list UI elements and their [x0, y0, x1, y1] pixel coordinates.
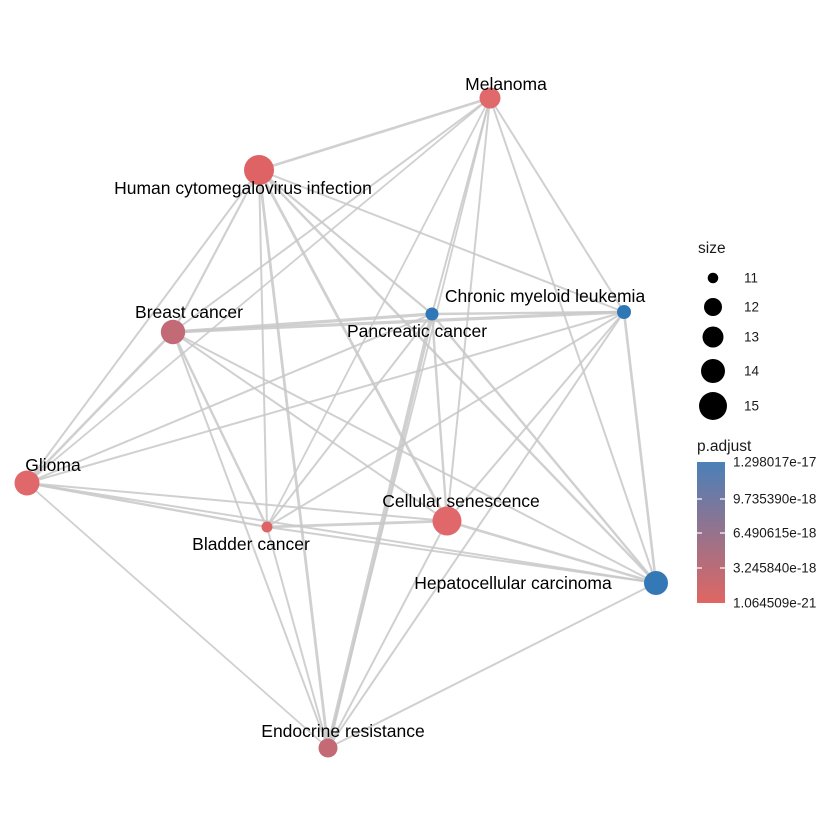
node-label-breast: Breast cancer	[135, 302, 243, 322]
edge-melanoma-hcc	[489, 97, 657, 584]
size-legend-circle-14	[701, 359, 725, 383]
edge-melanoma-breast	[172, 97, 491, 333]
edge-breast-endocrine	[172, 331, 329, 749]
edge-senescence-hcc	[446, 519, 657, 585]
node-hcmv[interactable]	[244, 155, 274, 185]
edge-pancreatic-senescence	[430, 313, 449, 522]
size-legend-circle-13	[702, 326, 724, 348]
edge-pancreatic-glioma	[26, 313, 433, 484]
edge-hcmv-glioma	[26, 169, 260, 484]
node-label-endocrine: Endocrine resistance	[261, 721, 424, 741]
node-cml[interactable]	[617, 305, 631, 319]
padjust-legend-label-2: 6.490615e-18	[733, 526, 816, 541]
padjust-legend-title: p.adjust	[697, 438, 752, 455]
size-legend-label-14: 14	[744, 364, 760, 379]
edge-cml-hcc	[622, 311, 658, 584]
edge-hcmv-cml	[258, 169, 625, 313]
edge-senescence-endocrine	[327, 520, 448, 749]
padjust-legend-label-1: 9.735390e-18	[733, 492, 816, 507]
size-legend-circle-12	[704, 298, 722, 316]
edge-cml-bladder	[266, 311, 625, 528]
edge-breast-senescence	[172, 331, 448, 522]
node-senescence[interactable]	[432, 506, 462, 536]
edge-melanoma-hcmv	[258, 96, 491, 172]
edge-bladder-hcc	[266, 526, 657, 584]
edge-bladder-endocrine	[266, 526, 329, 749]
padjust-legend-label-0: 1.298017e-17	[733, 455, 816, 470]
node-pancreatic[interactable]	[425, 307, 439, 321]
edge-hcmv-breast	[172, 169, 260, 333]
node-label-melanoma: Melanoma	[465, 74, 547, 94]
edge-hcmv-bladder	[258, 169, 268, 528]
edge-cml-senescence	[446, 311, 625, 522]
edge-hcc-endocrine	[327, 582, 657, 749]
edge-hcmv-pancreatic	[258, 169, 433, 315]
node-label-hcc: Hepatocellular carcinoma	[414, 573, 612, 593]
edge-melanoma-bladder	[266, 97, 491, 528]
edge-breast-hcc	[172, 331, 657, 584]
node-label-pancreatic: Pancreatic cancer	[347, 321, 487, 341]
edge-glioma-hcc	[26, 482, 657, 584]
size-legend-label-12: 12	[744, 300, 759, 315]
edge-breast-glioma	[26, 331, 174, 484]
edge-cml-glioma	[26, 311, 625, 484]
edge-glioma-endocrine	[26, 482, 329, 749]
edge-melanoma-senescence	[446, 97, 491, 522]
node-label-cml: Chronic myeloid leukemia	[445, 286, 646, 306]
size-legend-label-11: 11	[744, 271, 758, 286]
size-legend-circle-15	[699, 392, 727, 420]
edge-bladder-senescence	[266, 519, 448, 529]
node-label-bladder: Bladder cancer	[192, 534, 310, 554]
edge-pancreatic-hcc	[431, 313, 657, 584]
size-legend-label-15: 15	[744, 399, 759, 414]
node-endocrine[interactable]	[318, 738, 338, 758]
node-bladder[interactable]	[261, 521, 273, 533]
edge-breast-bladder	[171, 331, 269, 528]
nodes-layer	[14, 87, 668, 758]
edge-melanoma-cml	[489, 97, 625, 313]
padjust-legend-label-3: 3.245840e-18	[733, 561, 816, 576]
edge-hcmv-hcc	[258, 169, 657, 584]
node-breast[interactable]	[160, 319, 186, 345]
size-legend-label-13: 13	[744, 330, 759, 345]
node-hcc[interactable]	[644, 571, 668, 595]
edge-pancreatic-endocrine	[326, 313, 434, 749]
padjust-legend-label-4: 1.064509e-21	[733, 596, 816, 611]
node-melanoma[interactable]	[479, 87, 501, 109]
size-legend: size 11 12 13 14 15	[698, 240, 760, 420]
edge-hcmv-senescence	[257, 169, 449, 522]
node-label-senescence: Cellular senescence	[382, 491, 540, 511]
node-label-glioma: Glioma	[25, 455, 81, 475]
size-legend-title: size	[698, 240, 726, 257]
node-label-hcmv: Human cytomegalovirus infection	[114, 178, 372, 198]
size-legend-circle-11	[707, 272, 719, 284]
padjust-legend: p.adjust 1.298017e-17 9.735390e-18 6.49061…	[697, 438, 816, 611]
edges-layer	[26, 96, 658, 749]
edge-hcmv-endocrine	[257, 169, 330, 749]
edge-pancreatic-bladder	[266, 313, 433, 528]
edge-glioma-senescence	[26, 482, 448, 522]
edge-cml-breast	[172, 310, 625, 334]
node-glioma[interactable]	[14, 470, 40, 496]
edge-melanoma-glioma	[26, 97, 491, 484]
